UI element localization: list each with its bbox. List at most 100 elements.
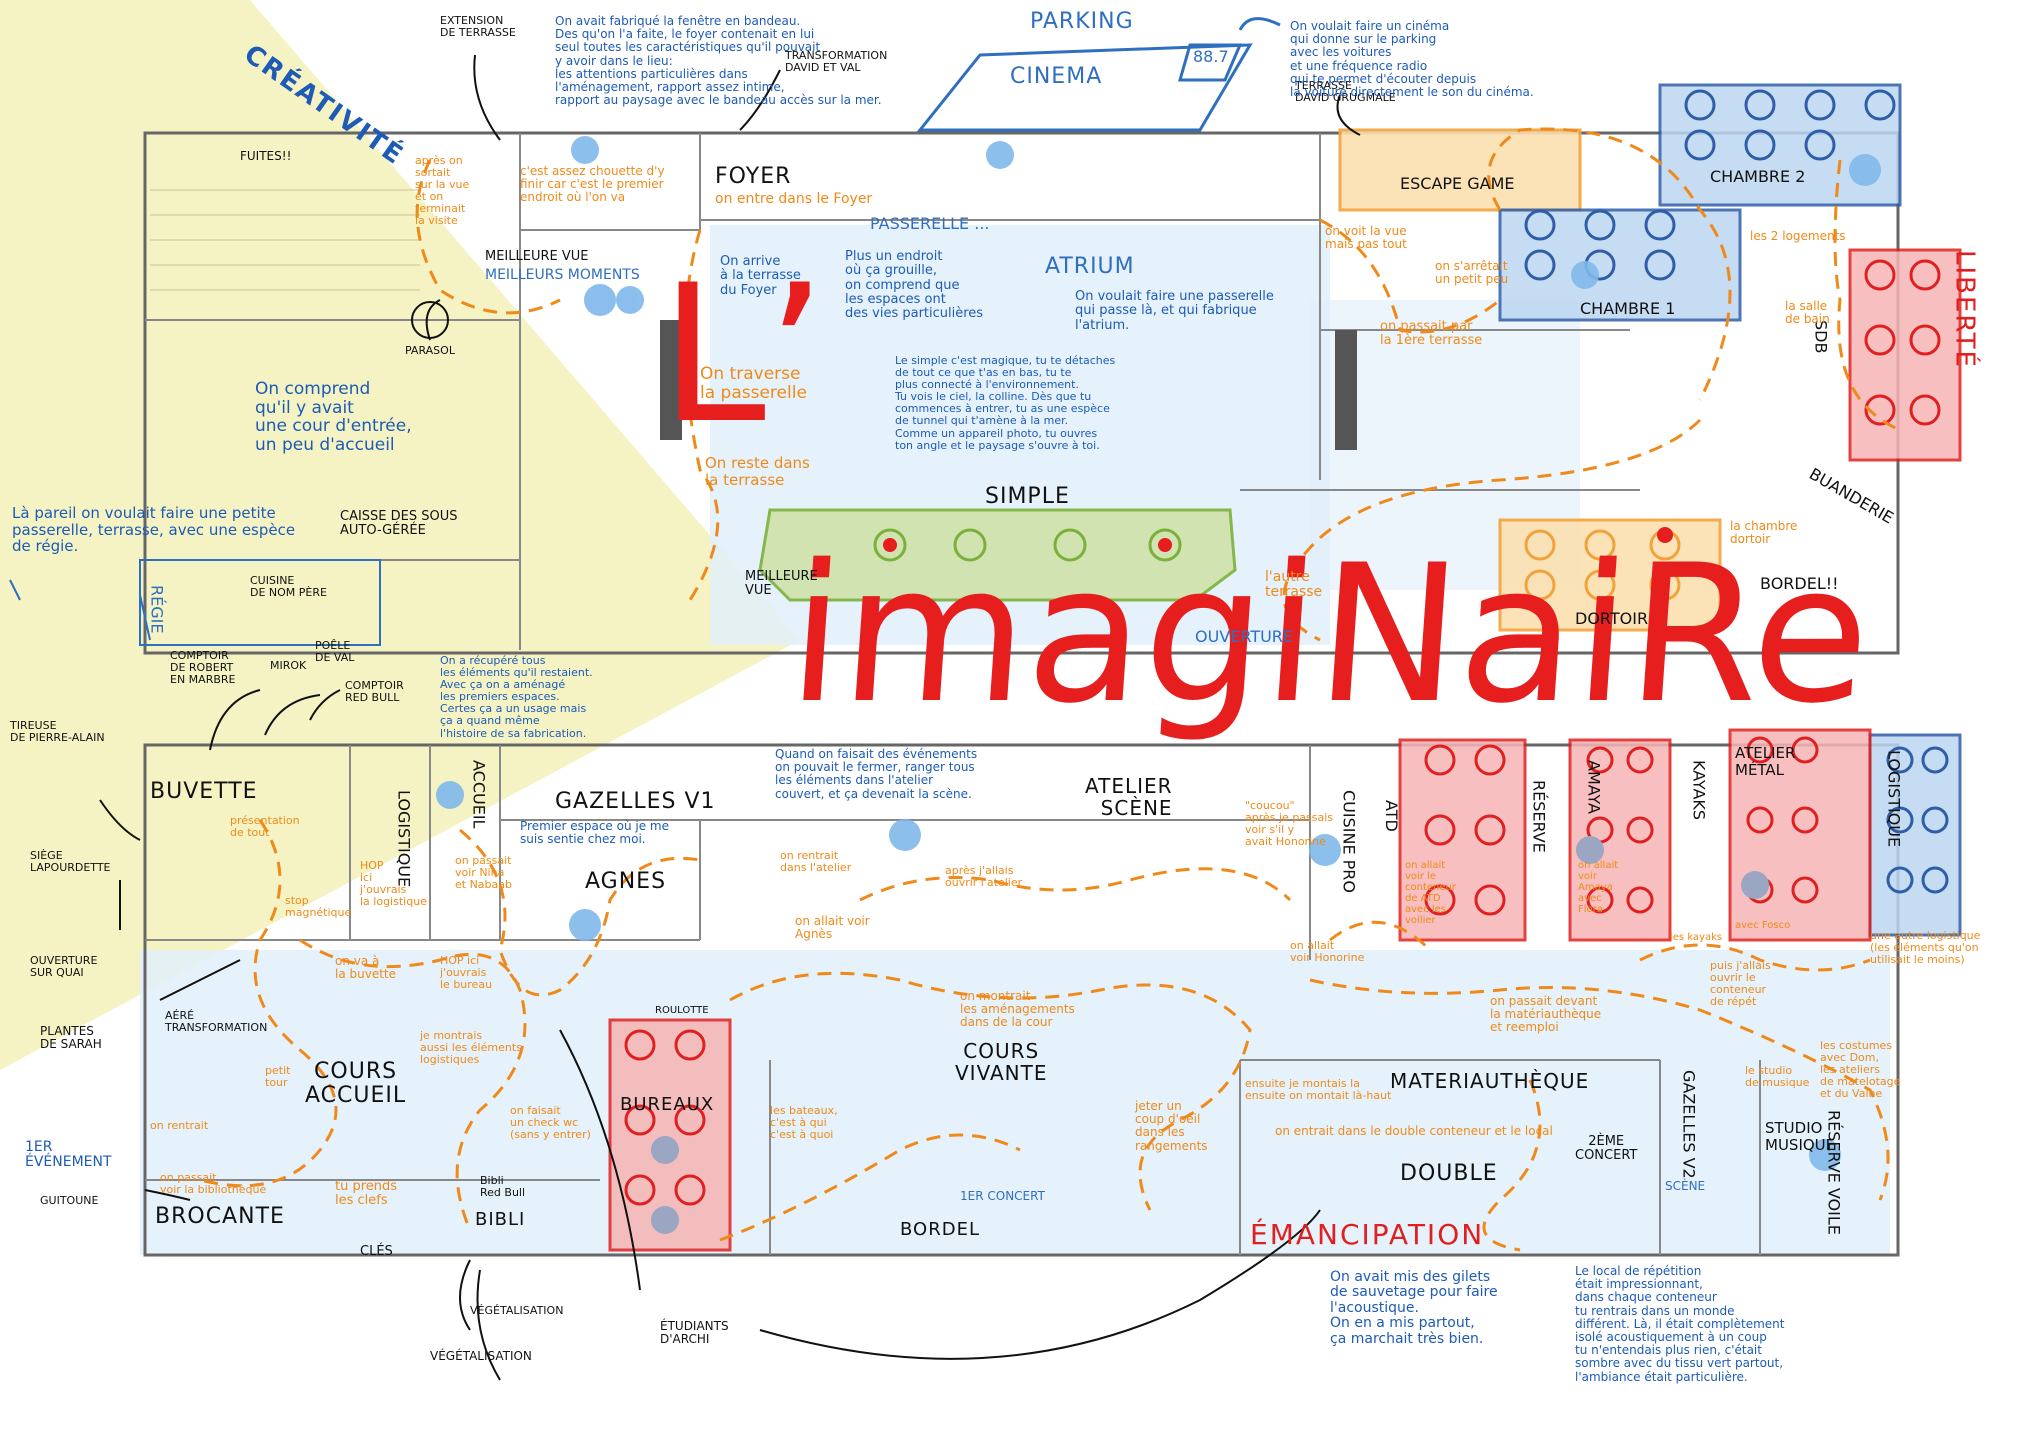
note-prends-clefs: tu prends les clefs [335,1179,398,1209]
room-foyer: FOYER [715,164,792,189]
note-passait-terrasse: on passait par la 1ère terrasse [1380,319,1483,349]
radio-frequency: 88.7 [1193,47,1229,66]
note-hop-logistique: HOP ici j'ouvrais la logistique [360,859,427,909]
note-cour: On comprend qu'il y avait une cour d'ent… [255,379,412,456]
note-gilets: On avait mis des gilets de sauvetage pou… [1330,1269,1498,1347]
label-passerelle: PASSERELLE ... [870,214,990,233]
creativity-zone [0,0,800,1070]
room-cours-vivante: COURS VIVANTE [955,1039,1048,1085]
room-dortoir: DORTOIR [1575,609,1649,628]
escape-game-container [1338,128,1582,212]
room-logistique-2: LOGISTIQUE [1884,750,1904,848]
note-ouvrir-atelier: après j'allais ouvrir l'atelier [945,864,1023,890]
room-brocante: BROCANTE [155,1204,285,1229]
room-bordel-top: BORDEL!! [1760,574,1839,593]
room-atelier-scene: ATELIER SCÈNE [1085,774,1173,820]
simple-container [758,508,1237,602]
note-logements: les 2 logements [1750,229,1846,243]
note-traverse: On traverse la passerelle [700,364,807,403]
note-reste-terrasse: On reste dans la terrasse [705,454,810,489]
label-fuites: FUITES!! [240,149,292,163]
room-bibli-red-bull: Bibli Red Bull [480,1174,526,1200]
note-fosco: avec Fosco [1735,920,1791,931]
label-transformation: TRANSFORMATION DAVID ET VAL [785,49,888,75]
note-passerelle: Là pareil on voulait faire une petite pa… [12,504,296,555]
note-faisait-check: on faisait un check wc (sans y entrer) [510,1104,591,1142]
label-mirok: MIROK [270,659,307,672]
room-cuisine-pro: CUISINE PRO [1339,790,1359,893]
note-voit-vue: on voit la vue mais pas tout [1325,224,1407,252]
label-scene: SCÈNE [1665,1179,1706,1193]
label-tireuse: TIREUSE DE PIERRE-ALAIN [10,719,105,745]
note-jeter-oeil: jeter un coup d'oeil dans les rangements [1135,1099,1208,1153]
stair-column-left [660,320,682,440]
room-gazelles-v2: GAZELLES V2 [1679,1070,1699,1179]
courtyard-zone [140,950,1890,1255]
room-bureaux: BUREAUX [620,1094,715,1115]
chambre2-container [1658,83,1902,207]
note-amaya: on allait voir Amaya avec Flora [1578,860,1619,915]
room-studio-musique: STUDIO MUSIQUE [1765,1119,1836,1154]
label-etudiants: ÉTUDIANTS D'ARCHI [660,1319,729,1347]
label-ouverture-quai: OUVERTURE SUR QUAI [30,954,98,980]
room-chambre1: CHAMBRE 1 [1580,299,1676,318]
room-cours-accueil: COURS ACCUEIL [305,1059,407,1109]
label-meilleure-vue-2: MEILLEURE VUE [745,569,818,599]
note-salle-bain: la salle de bain [1785,299,1830,327]
cinema-block [916,43,1253,132]
note-costumes: les costumes avec Dom, les ateliers de m… [1820,1039,1901,1101]
room-simple: SIMPLE [985,484,1070,509]
note-entrait-double: on entrait dans le double conteneur et l… [1275,1124,1553,1138]
label-comptoir-robert: COMPTOIR DE ROBERT EN MARBRE [170,649,236,687]
note-cinema: On voulait faire un cinéma qui donne sur… [1290,19,1534,99]
label-1er-concert: 1ER CONCERT [960,1189,1045,1203]
atd-container [1398,738,1527,942]
room-accueil: ACCUEIL [469,760,489,829]
note-bateaux: les bateaux, c'est à qui c'est à quoi [770,1104,838,1142]
room-cinema: CINEMA [1010,64,1103,89]
note-fenetre: On avait fabriqué la fenêtre en bandeau.… [555,14,882,108]
room-buvette: BUVETTE [150,779,258,804]
room-roulotte: ROULOTTE [655,1005,709,1016]
room-reserve: RÉSERVE [1529,780,1549,853]
label-meilleure-vue: MEILLEURE VUE [485,249,589,264]
label-cuisine-nom-pere: CUISINE DE NOM PÈRE [250,574,327,600]
note-autre-logistique: une autre logistique (les éléments qu'on… [1870,929,1981,967]
label-extension-terrasse: EXTENSION DE TERRASSE [440,14,516,40]
note-on-rentrait: on rentrait [150,1119,209,1132]
note-coucou: "coucou" après je passais voir s'il y av… [1245,799,1334,849]
atelier-metal-container [1728,728,1872,942]
note-stop: stop magnétique [285,894,352,920]
note-elements: On a récupéré tous les éléments qu'il re… [440,654,593,740]
room-sdb: SDB [1811,320,1831,354]
room-kayaks: KAYAKS [1689,760,1709,821]
note-les-kayaks: les kayaks [1670,932,1723,943]
note-gazelles: Premier espace où je me suis sentie chez… [520,819,669,847]
note-chouette: c'est assez chouette d'y finir car c'est… [520,164,665,205]
room-chambre2: CHAMBRE 2 [1710,167,1806,186]
label-cles: CLÉS [360,1244,393,1259]
room-logistique: LOGISTIQUE [394,790,414,888]
label-terrasse-david: TERRASSE DAVID GRUGMALE [1295,79,1396,105]
note-passait-devant: on passait devant la matériauthèque et r… [1490,994,1602,1035]
room-atd: ATD [1382,800,1401,832]
room-regie: RÉGIE [147,585,167,634]
title-l: L’ [660,244,827,465]
room-reserve-voile: RÉSERVE VOILE [1824,1110,1844,1235]
radio-box [1178,43,1243,82]
note-presentation: présentation de tout [230,814,300,840]
note-autre-terrasse: l'autre terrasse [1265,569,1323,601]
note-endroit: Plus un endroit où ça grouille, on compr… [845,249,984,322]
note-on-entre-foyer: on entre dans le Foyer [715,191,873,207]
room-amaya: AMAYA [1584,760,1604,814]
note-allait-atd: on allait voir le conteneur de ATD avec … [1405,860,1456,926]
note-voir-agnes: on allait voir Agnès [795,914,870,942]
label-ouverture: OUVERTURE [1195,627,1294,646]
note-passait-bibli: on passait voir la bibliothèque [160,1171,267,1197]
theme-emancipation: ÉMANCIPATION [1250,1218,1485,1251]
note-ensuite: ensuite je montais la ensuite on montait… [1245,1077,1392,1103]
label-siege: SIÈGE LAPOURDETTE [30,849,111,875]
lower-building [143,743,1900,1257]
